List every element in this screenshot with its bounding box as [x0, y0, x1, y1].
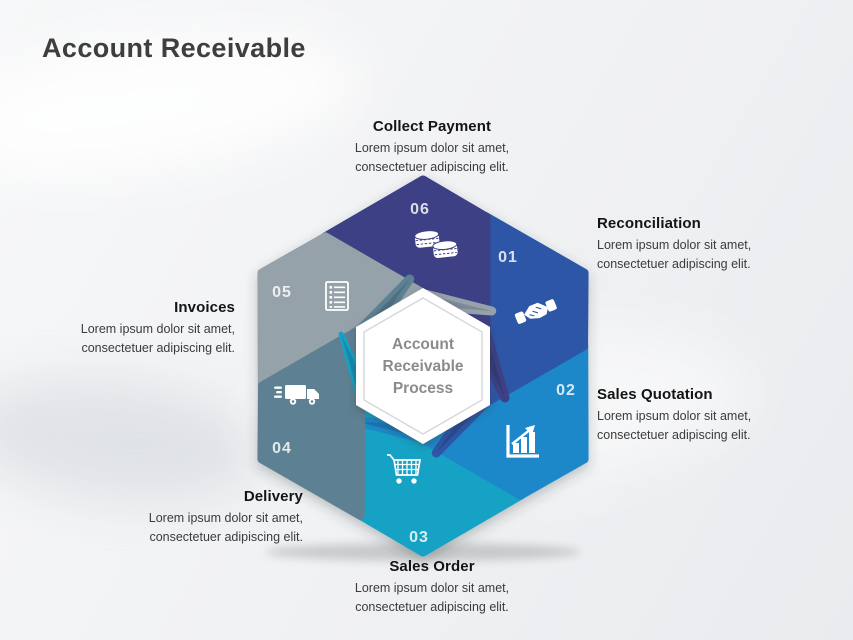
- segment-02-wrap: [354, 401, 484, 438]
- segment-05-wrap: [362, 294, 492, 331]
- step-sales-quotation-label: Sales Quotation: [597, 386, 713, 403]
- center-title-line2: Receivable: [383, 358, 464, 375]
- step-invoices-label: Invoices: [174, 299, 235, 316]
- segment-06-number: 06: [410, 201, 430, 218]
- bar-chart-icon: [506, 425, 539, 458]
- step-collect-payment: Collect Payment Lorem ipsum dolor sit am…: [322, 118, 542, 177]
- step-delivery-description: Lorem ipsum dolor sit amet, consectetuer…: [148, 511, 303, 544]
- segment-05-number: 05: [272, 284, 292, 301]
- step-collect-payment-description: Lorem ipsum dolor sit amet, consectetuer…: [354, 141, 510, 174]
- center-hexagon: Account Receivable Process: [356, 288, 490, 444]
- page-title: Account Receivable: [42, 33, 306, 63]
- step-sales-quotation: Sales Quotation Lorem ipsum dolor sit am…: [597, 386, 787, 445]
- segment-04-number: 04: [272, 440, 292, 457]
- segment-01-number: 01: [498, 249, 518, 266]
- segment-02-number: 02: [556, 382, 576, 399]
- center-title-line3: Process: [393, 380, 453, 397]
- delivery-truck-icon: [274, 385, 319, 405]
- handshake-icon: [514, 299, 557, 324]
- step-delivery-label: Delivery: [243, 488, 303, 505]
- coins-icon: [414, 230, 458, 258]
- step-collect-payment-label: Collect Payment: [372, 118, 492, 135]
- center-title-line1: Account: [392, 336, 454, 353]
- step-reconciliation-description: Lorem ipsum dolor sit amet, consectetuer…: [597, 238, 752, 271]
- step-reconciliation: Reconciliation Lorem ipsum dolor sit ame…: [597, 215, 787, 274]
- step-sales-order-label: Sales Order: [389, 558, 475, 575]
- step-invoices: Invoices Lorem ipsum dolor sit amet, con…: [40, 299, 235, 358]
- step-invoices-description: Lorem ipsum dolor sit amet, consectetuer…: [80, 322, 235, 355]
- step-delivery: Delivery Lorem ipsum dolor sit amet, con…: [108, 488, 303, 547]
- step-sales-quotation-description: Lorem ipsum dolor sit amet, consectetuer…: [597, 409, 752, 442]
- step-sales-order-description: Lorem ipsum dolor sit amet, consectetuer…: [354, 581, 510, 614]
- shopping-cart-icon: [387, 454, 422, 484]
- invoice-icon: [325, 281, 349, 311]
- step-reconciliation-label: Reconciliation: [597, 215, 701, 232]
- segment-03-number: 03: [409, 529, 429, 546]
- step-sales-order: Sales Order Lorem ipsum dolor sit amet, …: [322, 558, 542, 617]
